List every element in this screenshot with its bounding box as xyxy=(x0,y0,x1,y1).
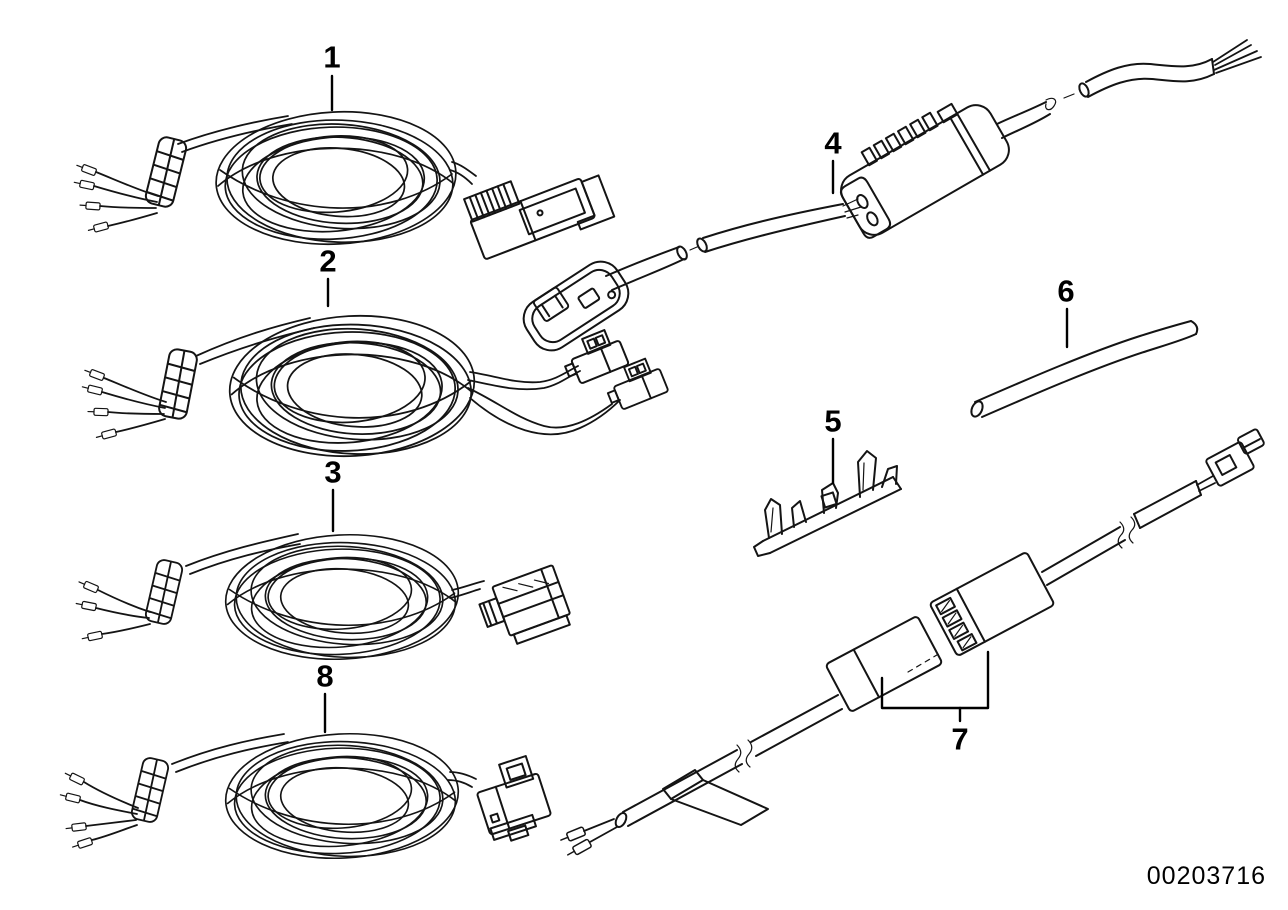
part-4-connector-assembly xyxy=(522,39,1262,352)
callout-6[interactable]: 6 xyxy=(1057,273,1075,309)
part-6-protective-tube xyxy=(970,320,1199,418)
part-8-repair-cable-coil xyxy=(58,727,552,865)
callout-3[interactable]: 3 xyxy=(324,454,342,490)
part-8-connector xyxy=(476,755,552,842)
part-4-cylindrical-connector xyxy=(839,102,1010,239)
part-4-squib-connector xyxy=(522,260,630,352)
part-7-socket-housing xyxy=(929,552,1055,656)
part-7-plug-housing xyxy=(825,616,943,712)
callout-4[interactable]: 4 xyxy=(824,125,842,161)
part-3-connector xyxy=(478,564,571,645)
callout-8[interactable]: 8 xyxy=(316,658,334,694)
callout-7[interactable]: 7 xyxy=(951,721,969,757)
callout-5[interactable]: 5 xyxy=(824,403,842,439)
part-1-connector xyxy=(463,174,616,260)
image-id: 00203716 xyxy=(1146,862,1266,890)
callout-leader-lines xyxy=(323,74,1069,734)
part-7-end-connector xyxy=(1205,428,1265,487)
part-3-repair-cable-coil xyxy=(74,528,571,666)
part-2-repair-cable-coil xyxy=(80,308,670,464)
callout-7-bracket xyxy=(880,650,990,710)
callout-2[interactable]: 2 xyxy=(319,243,337,279)
part-5-crimp-contact xyxy=(753,450,902,557)
part-7-connector-cable-assembly xyxy=(558,428,1265,860)
part-1-repair-cable-coil xyxy=(72,104,616,260)
callout-1[interactable]: 1 xyxy=(323,39,341,75)
